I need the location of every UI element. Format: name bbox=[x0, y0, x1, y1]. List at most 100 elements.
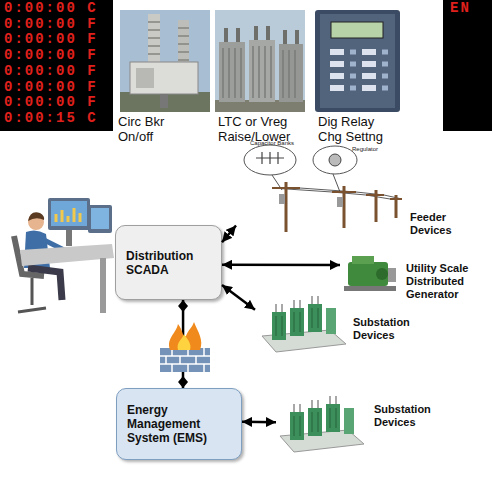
alarm-log-line: 0:00:00 F bbox=[4, 17, 112, 31]
alarm-log-line: 0:00:00 F bbox=[4, 64, 112, 78]
link-arrow bbox=[182, 300, 185, 388]
operator-legs bbox=[28, 268, 62, 300]
breaker-cabinet bbox=[130, 62, 198, 94]
breaker-leg bbox=[160, 94, 168, 108]
monitor bbox=[48, 198, 90, 230]
transformer bbox=[344, 408, 354, 434]
node-label: Utility Scale Distributed Generator bbox=[406, 262, 482, 301]
regulator-photo bbox=[215, 10, 305, 112]
wall-mortar bbox=[160, 348, 210, 372]
transformer-fins bbox=[294, 408, 336, 436]
cabinet-door bbox=[136, 68, 154, 88]
feeder-devices-art bbox=[244, 145, 402, 232]
label-holder: Substation Devices bbox=[353, 316, 419, 342]
relay-case bbox=[315, 10, 400, 112]
alarm-log-line: 0:00:00 F bbox=[4, 95, 112, 109]
generator-top bbox=[352, 256, 374, 264]
alarm-log-line: 0:00:00 F bbox=[4, 32, 112, 46]
fire-flame bbox=[169, 322, 201, 350]
monitor-stand bbox=[66, 230, 72, 246]
transformer bbox=[326, 404, 340, 432]
link-arrow bbox=[222, 264, 340, 267]
chair-base bbox=[18, 278, 46, 312]
substation-art bbox=[280, 396, 364, 452]
node-label: Energy Management System (EMS) bbox=[127, 403, 217, 445]
label-holder: Utility Scale Distributed Generator bbox=[406, 262, 482, 301]
transformer bbox=[272, 312, 286, 340]
device-group: Feeder Devices bbox=[236, 140, 476, 230]
desk-leg bbox=[100, 258, 106, 313]
callout-leader bbox=[272, 174, 340, 192]
alarm-log-line: 0:00:00 F bbox=[4, 48, 112, 62]
alarm-log-line: 0:00:15 C bbox=[4, 111, 112, 125]
alarm-log-fragment: EN bbox=[450, 1, 490, 15]
photo-caption: LTC or Vreg Raise/Lower bbox=[218, 114, 306, 144]
desk-top bbox=[20, 244, 114, 266]
ems-box: Energy Management System (EMS) bbox=[116, 388, 242, 460]
alarm-log-line: 0:00:00 F bbox=[4, 80, 112, 94]
device-group: Substation Devices bbox=[255, 293, 445, 353]
node-label: Feeder Devices bbox=[410, 211, 474, 237]
generator-box bbox=[388, 268, 396, 282]
label-holder: Energy Management System (EMS) bbox=[127, 403, 217, 445]
photo-caption: Circ Bkr On/off bbox=[118, 114, 188, 144]
relay-face bbox=[320, 14, 395, 108]
monitor bbox=[88, 205, 112, 233]
capacitor-symbol bbox=[256, 152, 284, 164]
transformer-fins bbox=[276, 308, 318, 336]
pole-device bbox=[337, 197, 343, 207]
generator-rotor bbox=[376, 268, 388, 280]
link-arrow bbox=[222, 226, 236, 243]
monitor-screen bbox=[91, 208, 109, 229]
pole-device bbox=[279, 194, 285, 204]
generator-base bbox=[344, 286, 396, 291]
breaker-photo bbox=[120, 10, 210, 112]
regulator-symbol bbox=[329, 154, 341, 166]
label-holder: Distribution SCADA bbox=[126, 249, 216, 277]
relay-leds bbox=[350, 52, 388, 88]
photo-panel bbox=[113, 0, 443, 148]
photo-sky bbox=[120, 10, 210, 112]
alarm-log-line: 0:00:00 C bbox=[4, 1, 112, 15]
node-label: Substation Devices bbox=[353, 316, 419, 342]
bushings bbox=[226, 26, 297, 44]
link-arrow bbox=[242, 421, 276, 424]
bushings bbox=[294, 396, 336, 412]
link-arrow bbox=[222, 285, 255, 310]
label-holder: Substation Devices bbox=[374, 403, 440, 429]
transformer bbox=[308, 408, 322, 436]
photo-ground bbox=[120, 92, 210, 112]
device-callout: Capacitor Banks bbox=[250, 140, 300, 147]
operator-hair bbox=[28, 212, 44, 221]
transformer bbox=[326, 308, 336, 334]
photo-sky bbox=[215, 10, 305, 112]
scada-box: Distribution SCADA bbox=[115, 225, 222, 300]
generator-body bbox=[348, 262, 388, 286]
utility-poles bbox=[286, 182, 396, 232]
relay-buttons bbox=[330, 52, 376, 88]
operator-workstation bbox=[14, 198, 114, 313]
insulator-sheds bbox=[148, 22, 189, 60]
transformer bbox=[308, 304, 322, 332]
transformer bbox=[290, 412, 304, 440]
substation-art bbox=[262, 296, 346, 352]
transformer bbox=[290, 308, 304, 336]
regulator-callout bbox=[313, 146, 357, 174]
node-label: Substation Devices bbox=[374, 403, 440, 429]
device-group: Substation Devices bbox=[276, 393, 446, 455]
photo-caption: Dig Relay Chg Settng bbox=[318, 114, 392, 144]
fire-core bbox=[178, 334, 191, 350]
capacitor-callout bbox=[244, 145, 296, 175]
label-holder: Feeder Devices bbox=[410, 211, 474, 237]
relay-lcd bbox=[331, 22, 383, 38]
firewall-icon bbox=[160, 322, 210, 372]
device-group: Utility Scale Distributed Generator bbox=[340, 250, 480, 300]
node-label: Distribution SCADA bbox=[126, 249, 216, 277]
relay-photo bbox=[315, 10, 400, 112]
bushings bbox=[276, 296, 318, 312]
screen-chart bbox=[56, 208, 80, 222]
device-callout: Regulator bbox=[352, 146, 392, 153]
generator-art bbox=[344, 256, 396, 291]
brick-wall bbox=[160, 348, 210, 372]
